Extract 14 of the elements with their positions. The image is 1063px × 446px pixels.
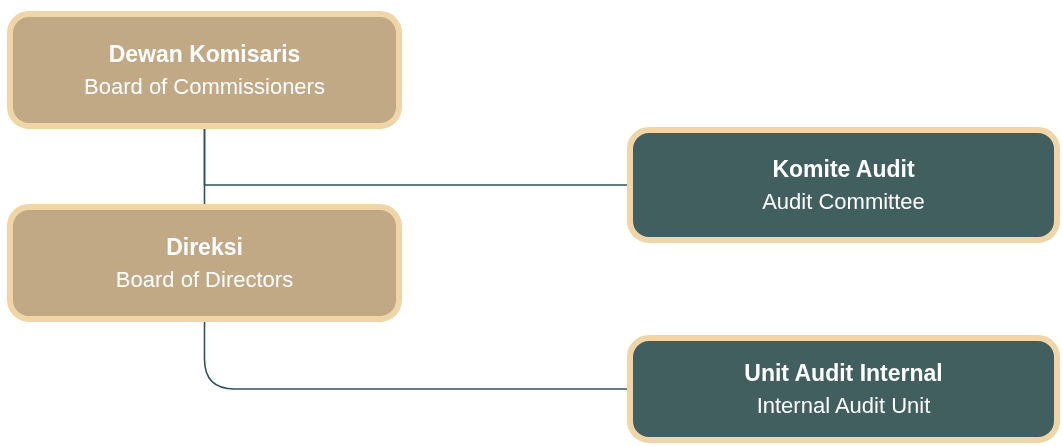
box-title: Direksi — [166, 233, 243, 262]
connector-line — [203, 128, 628, 186]
box-subtitle: Internal Audit Unit — [756, 392, 931, 420]
box-title: Dewan Komisaris — [108, 40, 301, 69]
box-subtitle: Audit Committee — [762, 188, 925, 216]
box-subtitle: Board of Commissioners — [84, 73, 325, 101]
org-box — [627, 335, 1060, 443]
org-box — [627, 127, 1060, 243]
box-title: Komite Audit — [772, 155, 915, 184]
box-subtitle: Board of Directors — [115, 266, 294, 294]
org-box — [7, 11, 402, 129]
org-box — [7, 204, 402, 322]
box-title: Unit Audit Internal — [744, 359, 943, 388]
connector-line — [203, 321, 628, 390]
